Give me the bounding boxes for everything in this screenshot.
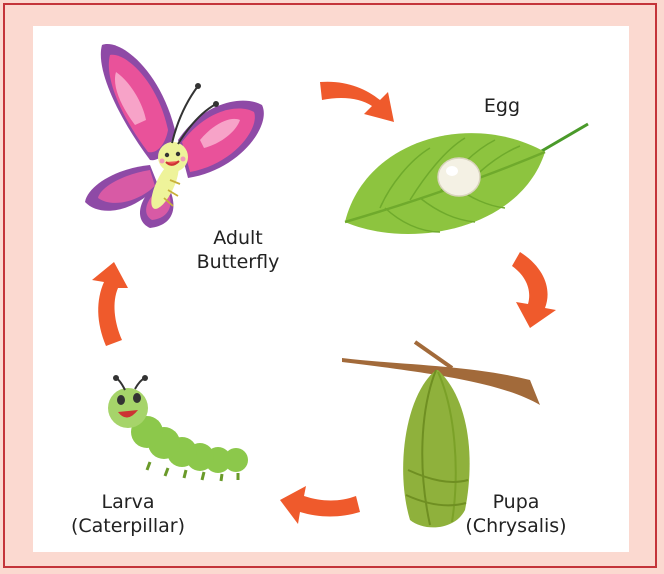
label-egg: Egg (478, 94, 526, 118)
label-pupa-line2: (Chrysalis) (462, 514, 570, 538)
label-adult-line1: Adult (194, 226, 282, 250)
label-larva-line1: Larva (65, 490, 191, 514)
caterpillar-icon (108, 375, 248, 481)
label-larva-line2: (Caterpillar) (65, 514, 191, 538)
label-adult-line2: Butterfly (194, 250, 282, 274)
arrow-larva-to-adult (92, 262, 128, 346)
arrow-adult-to-egg (320, 82, 394, 122)
butterfly-icon (85, 44, 264, 228)
label-adult-butterfly: Adult Butterfly (194, 226, 282, 274)
arrow-egg-to-pupa (512, 252, 556, 328)
label-pupa-line1: Pupa (462, 490, 570, 514)
leaf-with-egg-icon (345, 124, 588, 234)
arrow-pupa-to-larva (280, 486, 360, 524)
label-egg-line1: Egg (478, 94, 526, 118)
label-pupa-chrysalis: Pupa (Chrysalis) (462, 490, 570, 538)
label-larva-caterpillar: Larva (Caterpillar) (65, 490, 191, 538)
